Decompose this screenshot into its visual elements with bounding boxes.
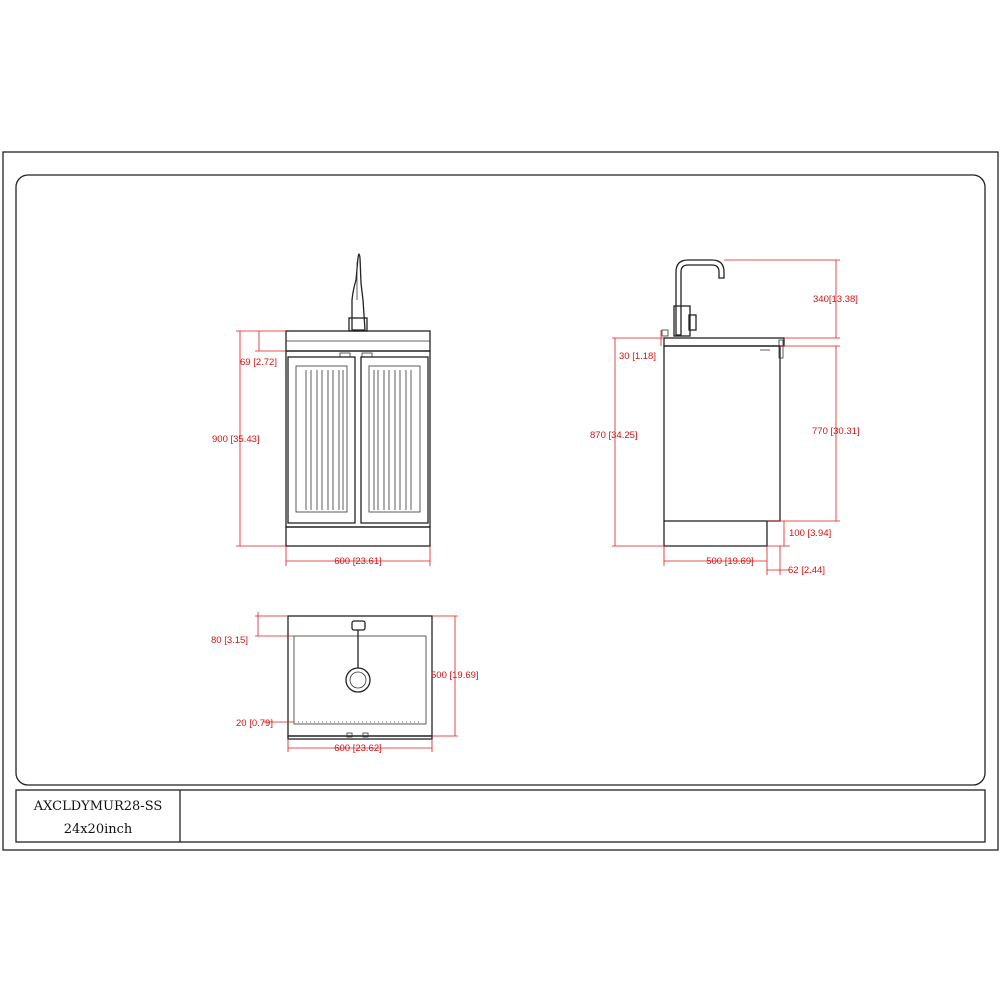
side-dim-depth: 500 [19.69] xyxy=(706,556,754,567)
front-dim-top-band: 69 [2.72] xyxy=(240,357,277,368)
side-dim-total-height: 870 [34.25] xyxy=(590,430,638,441)
title-block xyxy=(15,789,986,843)
front-left-door xyxy=(287,356,356,524)
side-dim-top: 30 [1.18] xyxy=(619,351,656,362)
top-dimension-lines xyxy=(255,612,458,752)
top-base xyxy=(287,735,433,740)
side-dimension-lines xyxy=(612,259,840,575)
side-countertop xyxy=(663,337,785,347)
top-view: 80 [3.15] 500 [19.69] 20 [0.79] 600 [23.… xyxy=(211,612,479,754)
front-faucet xyxy=(348,253,368,332)
side-toe-kick xyxy=(663,521,768,547)
drawing-frame xyxy=(15,174,986,786)
product-size: 24x20inch xyxy=(64,822,133,837)
top-dim-front: 20 [0.79] xyxy=(236,718,273,729)
top-dim-back: 80 [3.15] xyxy=(211,635,248,646)
top-faucet xyxy=(345,620,371,693)
top-basin xyxy=(293,635,427,725)
front-right-door xyxy=(360,356,429,524)
side-cabinet-body xyxy=(663,345,781,522)
side-dim-kick-depth: 62 [2.44] xyxy=(788,565,825,576)
front-dimension-lines xyxy=(236,330,431,566)
top-countertop xyxy=(287,615,433,737)
front-toe-kick xyxy=(285,526,431,547)
side-view: 340[13.38] 30 [1.18] 870 [34.25] 770 [30… xyxy=(590,259,860,576)
model-number: AXCLDYMUR28-SS xyxy=(33,799,163,814)
side-dim-kick-height: 100 [3.94] xyxy=(789,528,831,539)
front-view: 69 [2.72] 900 [35.43] 600 [23.61] xyxy=(212,253,431,567)
front-dim-height: 900 [35.43] xyxy=(212,434,260,445)
front-cabinet-body xyxy=(285,350,431,528)
side-faucet xyxy=(661,259,725,337)
sheet-outer-border xyxy=(2,151,999,851)
side-dim-cabinet-height: 770 [30.31] xyxy=(812,426,860,437)
top-dim-width: 600 [23.62] xyxy=(334,743,382,754)
top-dim-depth: 500 [19.69] xyxy=(431,670,479,681)
side-dim-faucet: 340[13.38] xyxy=(813,294,858,305)
front-dim-width: 600 [23.61] xyxy=(334,556,382,567)
